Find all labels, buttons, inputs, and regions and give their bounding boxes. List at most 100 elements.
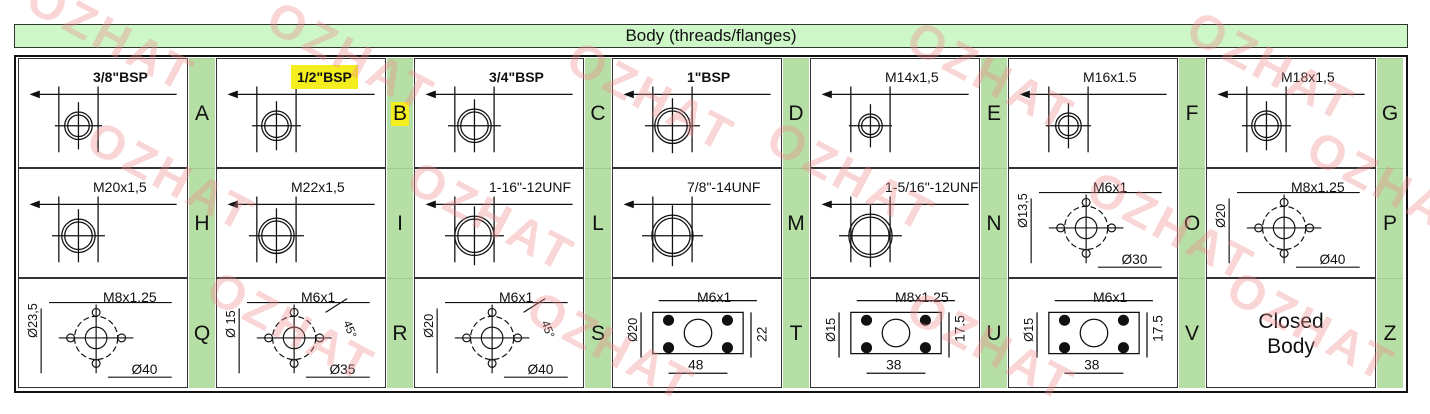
thread-spec-label: M6x1 [499, 289, 534, 305]
dimension-label: 38 [1084, 357, 1100, 372]
dimension-label: 17.5 [953, 315, 968, 342]
thread-drawing-cell: 1-16"-12UNF [414, 168, 584, 278]
thread-drawing-cell: 1/2"BSP [216, 58, 386, 168]
thread-drawing-cell: Ø15 17.5 38 M6x1 [1008, 278, 1178, 388]
technical-drawing [425, 196, 573, 266]
thread-spec-label: 1-5/16"-12UNF [885, 179, 979, 195]
thread-drawing-cell: 7/8"-14UNF [612, 168, 782, 278]
dimension-label: Ø40 [527, 362, 553, 377]
thread-spec-label: M22x1,5 [291, 179, 345, 195]
technical-drawing: Ø15 17.5 38 [823, 299, 968, 374]
dimension-label: Ø30 [1121, 252, 1147, 267]
option-letter: L [585, 168, 611, 278]
dimension-label: Ø20 [625, 318, 640, 342]
technical-drawing [227, 196, 375, 264]
dimension-label: Ø20 [1213, 204, 1228, 228]
option-letter: R [387, 278, 413, 388]
dimension-label: Ø13,5 [1015, 193, 1030, 228]
thread-spec-label: 1-16"-12UNF [489, 179, 571, 195]
option-letter: U [981, 278, 1007, 388]
thread-drawing-cell: 1"BSP [612, 58, 782, 168]
thread-spec-label: 3/4"BSP [489, 69, 544, 85]
option-letter-text: E [986, 101, 1001, 125]
option-letter: Q [189, 278, 215, 388]
technical-drawing [623, 86, 771, 154]
option-letter-text: H [194, 211, 210, 235]
technical-drawing [29, 196, 177, 263]
thread-spec-label: M6x1 [697, 289, 732, 305]
option-letter-text: V [1184, 321, 1199, 345]
option-letter-text: U [986, 321, 1002, 345]
option-letter-text: P [1382, 211, 1397, 235]
option-letter: F [1179, 58, 1205, 168]
technical-drawing [821, 196, 969, 268]
dimension-label: Ø40 [1319, 252, 1345, 267]
option-letter-text: T [789, 321, 803, 345]
option-letter-text: Q [193, 321, 211, 345]
dimension-label: Ø15 [1021, 318, 1036, 342]
thread-drawing-cell: M16x1.5 [1008, 58, 1178, 168]
dimension-label: Ø35 [329, 362, 355, 377]
option-letter-text: O [1183, 211, 1201, 235]
thread-spec-label: M6x1 [301, 289, 336, 305]
thread-spec-label: M18x1,5 [1281, 69, 1335, 85]
dimension-label: 45° [340, 319, 358, 340]
thread-spec-label: M8x1.25 [895, 289, 949, 305]
thread-spec-label: M20x1,5 [93, 179, 147, 195]
technical-drawing [821, 86, 969, 153]
dimension-label: 22 [755, 327, 770, 342]
closed-body-line: Body [1267, 335, 1315, 358]
thread-drawing-cell: Ø 15 Ø35 45°M6x1 [216, 278, 386, 388]
technical-drawing: Ø15 17.5 38 [1021, 299, 1166, 374]
thread-drawing-cell: 3/4"BSP [414, 58, 584, 168]
option-letter: C [585, 58, 611, 168]
technical-drawing: Ø20 22 48 [625, 299, 770, 374]
option-letter: T [783, 278, 809, 388]
option-letter: N [981, 168, 1007, 278]
thread-spec-label: 1"BSP [687, 69, 731, 85]
option-letter: H [189, 168, 215, 278]
thread-spec-label: M8x1.25 [1291, 179, 1345, 195]
thread-spec-label: M16x1.5 [1083, 69, 1137, 85]
option-letter-text: R [392, 321, 408, 345]
dimension-label: 17.5 [1151, 315, 1166, 342]
option-letter-text: S [590, 321, 605, 345]
technical-drawing [227, 86, 375, 153]
option-letter-text: I [397, 211, 403, 235]
dimension-label: 38 [886, 357, 902, 372]
option-letter: V [1179, 278, 1205, 388]
dimension-label: Ø 15 [223, 310, 238, 338]
option-letter-text: Z [1383, 321, 1397, 345]
technical-drawing [623, 196, 771, 267]
thread-spec-label: 3/8"BSP [93, 69, 148, 85]
option-letter: E [981, 58, 1007, 168]
dimension-label: Ø15 [823, 318, 838, 342]
option-letter: I [387, 168, 413, 278]
dimension-label: Ø23,5 [25, 303, 40, 338]
option-letter-text: F [1185, 101, 1199, 125]
thread-spec-label: M6x1 [1093, 289, 1128, 305]
option-letter: Z [1377, 278, 1403, 388]
option-letter: D [783, 58, 809, 168]
dimension-label: 48 [688, 357, 704, 372]
thread-drawing-cell: M14x1,5 [810, 58, 980, 168]
option-letter-text: M [787, 211, 805, 235]
thread-spec-label: 1/2"BSP [291, 65, 358, 89]
thread-drawing-cell: M20x1,5 [18, 168, 188, 278]
technical-drawing: Ø 15 Ø35 45° [223, 298, 370, 378]
technical-drawing [425, 86, 573, 153]
option-letter: M [783, 168, 809, 278]
option-letter-text: C [590, 101, 606, 125]
technical-drawing [1019, 86, 1167, 153]
thread-drawing-cell: M18x1,5 [1206, 58, 1376, 168]
option-letter-text: L [592, 211, 604, 235]
